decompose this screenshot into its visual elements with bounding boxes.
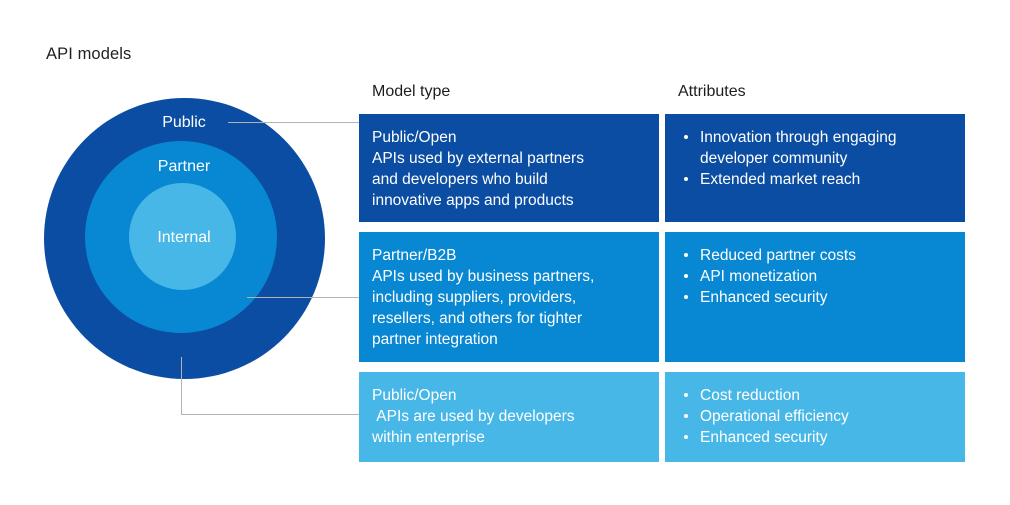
model-description: APIs are used by developers within enter…: [372, 408, 575, 446]
attributes-column-header: Attributes: [678, 83, 746, 100]
model-box-public-open: Public/Open APIs used by external partne…: [359, 114, 659, 222]
attribute-item: Operational efficiency: [683, 406, 928, 427]
internal-connector-line-vertical: [181, 357, 182, 415]
model-box-partner-b2b: Partner/B2B APIs used by business partne…: [359, 232, 659, 362]
attribute-item: API monetization: [683, 266, 928, 287]
attribute-item: Enhanced security: [683, 427, 928, 448]
internal-connector-line-horizontal: [181, 414, 359, 415]
attribute-text: API monetization: [700, 268, 818, 285]
attributes-box-partner-b2b: Reduced partner costs API monetization E…: [665, 232, 965, 362]
attribute-item: Extended market reach: [683, 169, 928, 190]
bullet-icon: [684, 435, 688, 439]
model-title: Public/Open: [372, 129, 457, 146]
internal-ring-label: Internal: [157, 229, 211, 246]
model-type-column-header: Model type: [372, 83, 451, 100]
attribute-item: Cost reduction: [683, 385, 928, 406]
internal-ring-circle: [129, 183, 236, 290]
model-description: APIs used by external partners and devel…: [372, 150, 584, 209]
attribute-list: Innovation through engaging developer co…: [683, 127, 951, 190]
attribute-text: Innovation through engaging developer co…: [700, 129, 897, 167]
public-connector-line: [228, 122, 359, 123]
bullet-icon: [684, 393, 688, 397]
attribute-item: Innovation through engaging developer co…: [683, 127, 928, 169]
bullet-icon: [684, 135, 688, 139]
bullet-icon: [684, 177, 688, 181]
attribute-text: Operational efficiency: [700, 408, 849, 425]
public-ring-label: Public: [162, 114, 206, 131]
bullet-icon: [684, 295, 688, 299]
partner-ring-label: Partner: [157, 158, 211, 175]
attribute-item: Enhanced security: [683, 287, 928, 308]
page-title: API models: [46, 45, 132, 63]
attributes-box-public-open: Innovation through engaging developer co…: [665, 114, 965, 222]
attribute-list: Cost reduction Operational efficiency En…: [683, 385, 951, 448]
model-box-internal: Public/Open APIs are used by developers …: [359, 372, 659, 462]
bullet-icon: [684, 414, 688, 418]
attribute-text: Enhanced security: [700, 289, 828, 306]
attribute-text: Extended market reach: [700, 171, 861, 188]
bullet-icon: [684, 253, 688, 257]
model-title: Public/Open: [372, 387, 457, 404]
attributes-box-internal: Cost reduction Operational efficiency En…: [665, 372, 965, 462]
attribute-text: Reduced partner costs: [700, 247, 856, 264]
attribute-list: Reduced partner costs API monetization E…: [683, 245, 951, 308]
attribute-text: Cost reduction: [700, 387, 800, 404]
bullet-icon: [684, 274, 688, 278]
model-title: Partner/B2B: [372, 247, 457, 264]
attribute-item: Reduced partner costs: [683, 245, 928, 266]
partner-connector-line: [247, 297, 359, 298]
attribute-text: Enhanced security: [700, 429, 828, 446]
model-description: APIs used by business partners, includin…: [372, 268, 595, 348]
